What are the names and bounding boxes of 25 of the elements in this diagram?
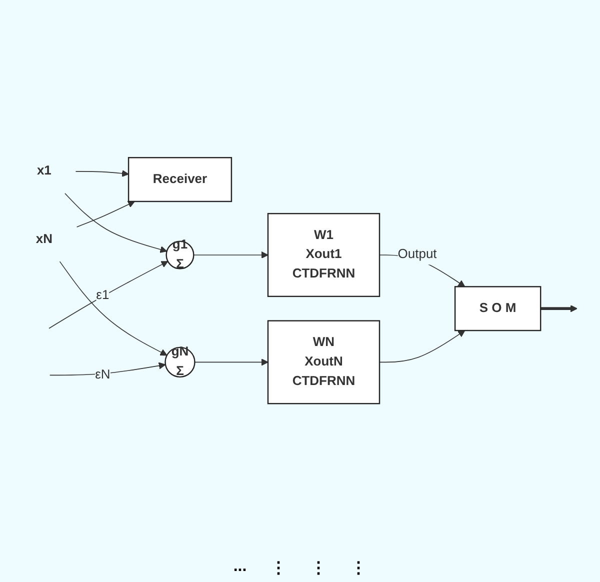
- arrow: [49, 362, 166, 376]
- ellipsis-dots: ...: [233, 558, 247, 577]
- arrow: [75, 170, 129, 178]
- arrow: [64, 193, 168, 254]
- arrow: [76, 202, 135, 228]
- ellipsis-dots: ⋮: [350, 559, 367, 578]
- node-text: xN: [36, 232, 52, 247]
- node-box: WN XoutN CTDFRNN: [267, 320, 380, 405]
- node-text: x1: [36, 164, 52, 178]
- edge-label: ε1: [96, 288, 110, 303]
- ellipsis-dots: ⋮: [310, 559, 327, 578]
- arrow: [59, 262, 168, 356]
- edge-label: εN: [95, 368, 110, 382]
- node-box: S O M: [454, 286, 542, 332]
- arrow: [48, 261, 168, 330]
- arrow: [193, 252, 268, 260]
- node-box: Receiver: [128, 157, 232, 203]
- arrow: [194, 359, 268, 366]
- arrow: [540, 305, 578, 313]
- node-circle: gN Σ: [164, 347, 196, 378]
- ellipsis-dots: ⋮: [270, 559, 287, 578]
- node-circle: g1 Σ: [166, 241, 194, 270]
- arrow: [379, 330, 466, 364]
- node-box: W1 Xout1 CTDFRNN: [267, 213, 380, 298]
- edge-label: Output: [398, 248, 437, 262]
